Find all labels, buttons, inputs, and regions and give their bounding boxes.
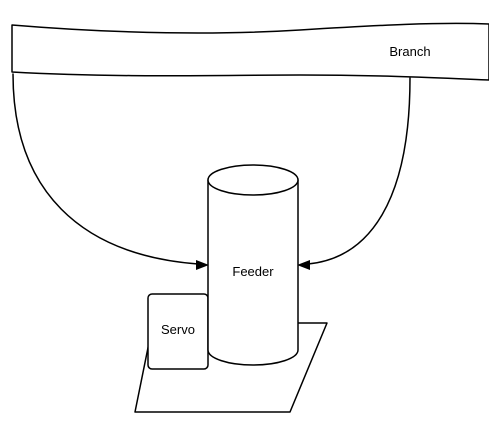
feeder-label: Feeder	[232, 264, 274, 279]
left-connector-arrow	[12, 73, 209, 270]
right-connector-line	[307, 77, 411, 265]
feeder-body	[207, 179, 299, 366]
servo-label: Servo	[161, 322, 195, 337]
servo-box: Servo	[147, 293, 209, 370]
right-connector-arrow	[297, 77, 411, 270]
left-connector-line	[12, 73, 199, 265]
left-arrowhead-icon	[196, 260, 209, 270]
branch-band	[11, 22, 489, 81]
right-arrowhead-icon	[297, 260, 310, 270]
branch-shape: Branch	[11, 22, 489, 81]
feeder-cylinder: Feeder	[207, 164, 299, 366]
branch-label: Branch	[389, 44, 430, 59]
feeder-top-ellipse	[207, 164, 299, 196]
